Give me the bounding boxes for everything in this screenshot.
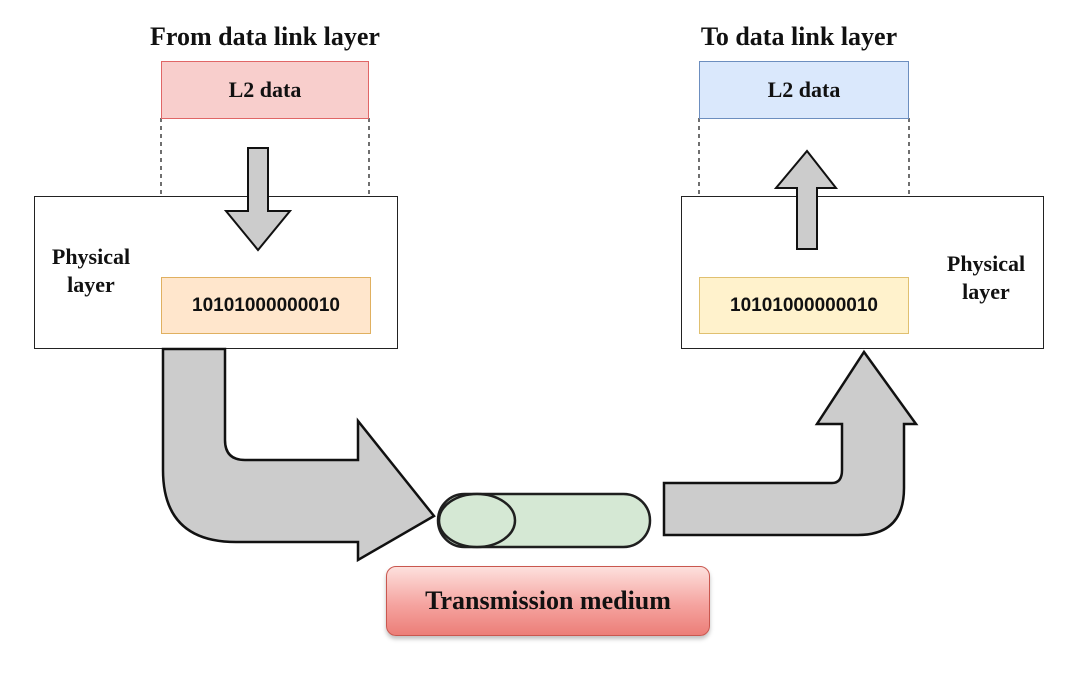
- medium-to-receiver-arrow-icon: [662, 349, 919, 537]
- receiver-l2-data-box: L2 data: [699, 61, 909, 119]
- down-arrow-icon: [223, 147, 293, 252]
- receiver-bits-box: 10101000000010: [699, 277, 909, 334]
- sender-layer-label: Physical layer: [38, 243, 144, 299]
- sender-bits-box: 10101000000010: [161, 277, 371, 334]
- sender-heading: From data link layer: [150, 22, 380, 51]
- receiver-l2-label: L2 data: [767, 77, 841, 102]
- sender-layer-label-line1: Physical: [51, 244, 131, 269]
- transmission-medium-label-box: Transmission medium: [386, 566, 710, 636]
- sender-l2-data-box: L2 data: [161, 61, 369, 119]
- receiver-heading: To data link layer: [700, 22, 898, 51]
- sender-to-medium-arrow-icon: [161, 347, 436, 563]
- receiver-layer-label-line1: Physical: [946, 251, 1026, 276]
- sender-layer-label-line2: layer: [67, 272, 115, 297]
- transmission-medium-label: Transmission medium: [425, 586, 671, 615]
- up-arrow-icon: [773, 149, 839, 250]
- sender-bits-value: 10101000000010: [192, 294, 340, 316]
- receiver-layer-label-line2: layer: [962, 279, 1010, 304]
- receiver-layer-label: Physical layer: [932, 250, 1040, 306]
- cable-icon: [436, 492, 652, 549]
- sender-l2-label: L2 data: [228, 77, 302, 102]
- receiver-bits-value: 10101000000010: [730, 294, 878, 316]
